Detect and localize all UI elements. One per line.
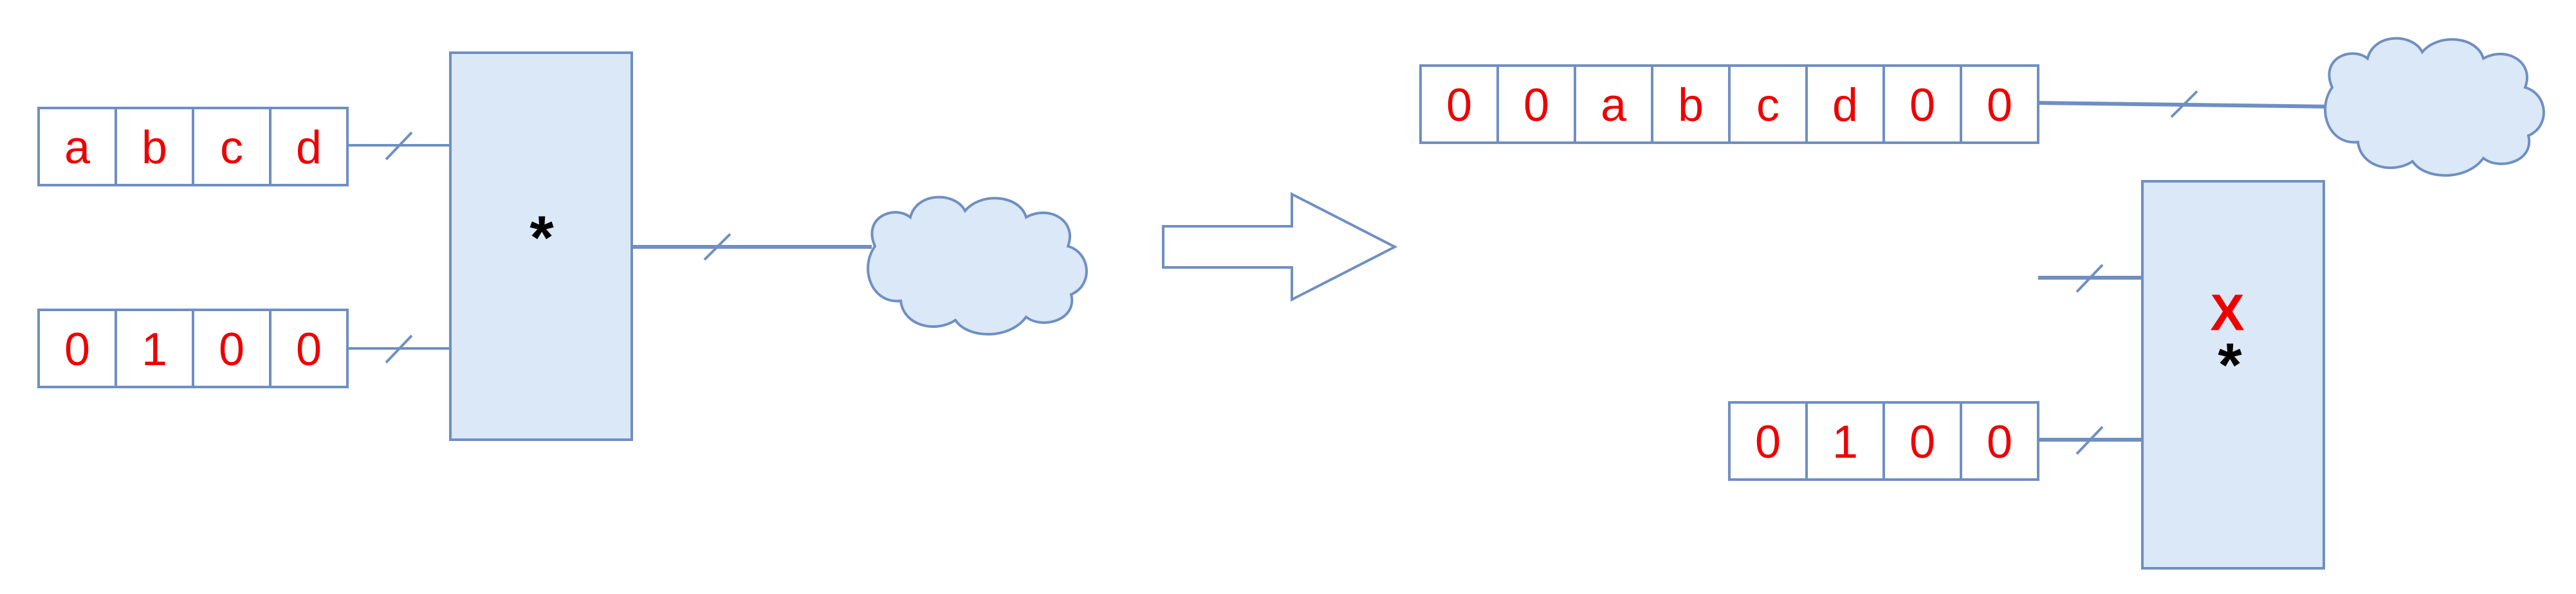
register-cell: [1419, 64, 1499, 144]
register-cell-value: d: [296, 122, 322, 174]
register-cell-value: 0: [1523, 80, 1549, 131]
register-cell: [37, 107, 117, 186]
register-cell-value: b: [1678, 80, 1704, 131]
register-cell-value: a: [1601, 80, 1627, 131]
register-cell-value: b: [142, 122, 167, 174]
register-cell-value: 0: [64, 324, 90, 375]
left-diagram: a b c d 0 1 0 0 *: [37, 51, 1088, 441]
register-cell: [1960, 64, 2039, 144]
register-cell: [115, 107, 194, 186]
multiplier-box: [2141, 180, 2325, 570]
x-mark: X: [2210, 284, 2244, 341]
register-cell: [37, 309, 117, 388]
multiplier-box: [449, 51, 633, 441]
cloud-icon: [2324, 37, 2545, 177]
register-cell-value: a: [64, 122, 91, 174]
register-cell-value: 0: [1987, 80, 2012, 131]
register-cell: [192, 107, 271, 186]
register-cell-value: c: [220, 122, 243, 174]
register-cell-value: 0: [219, 324, 244, 375]
right-top-register: 0 0 a b c d 0 0: [1419, 64, 2039, 144]
register-cell: [192, 309, 271, 388]
operator-symbol: *: [2218, 331, 2242, 400]
register-cell: [269, 309, 349, 388]
register-cell: [1574, 64, 1653, 144]
register-cell-value: c: [1756, 80, 1780, 131]
register-cell-value: d: [1832, 80, 1858, 131]
left-top-register: a b c d: [37, 107, 349, 186]
operator-symbol: *: [529, 204, 554, 273]
register-cell: [115, 309, 194, 388]
register-cell: [1651, 64, 1731, 144]
left-bottom-register: 0 1 0 0: [37, 309, 349, 388]
register-cell-value: 1: [1832, 417, 1858, 468]
bus-slash: [2075, 426, 2104, 455]
bus-slash: [385, 131, 413, 161]
register-cell-value: 0: [1909, 80, 1935, 131]
register-cell-value: 0: [1987, 417, 2012, 468]
output-wire: [2038, 101, 2336, 109]
register-cell: [1496, 64, 1576, 144]
register-cell-value: 0: [1446, 80, 1472, 131]
bus-slash: [703, 233, 731, 261]
block-arrow-right-icon: [1162, 192, 1398, 302]
register-cell-value: 0: [1755, 417, 1781, 468]
register-cell: [1805, 401, 1885, 481]
register-cell: [1882, 401, 1962, 481]
register-cell: [1960, 401, 2039, 481]
right-diagram: 0 0 a b c d 0 0 0 1 0 0: [1419, 37, 2545, 570]
register-cell-value: 0: [1909, 417, 1935, 468]
register-cell-value: 0: [296, 324, 322, 375]
bus-slash: [385, 334, 413, 364]
right-bottom-register: 0 1 0 0: [1728, 401, 2039, 481]
cloud-icon: [867, 195, 1088, 336]
register-cell: [1728, 64, 1808, 144]
bus-slash: [2075, 264, 2104, 293]
bus-slash: [2170, 90, 2198, 118]
register-cell-value: 1: [142, 324, 167, 375]
